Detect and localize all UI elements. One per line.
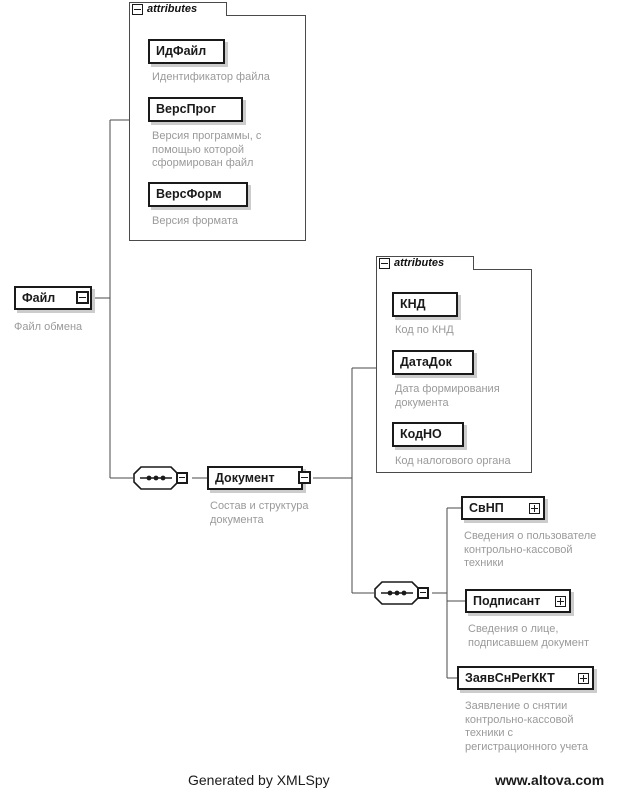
annotation-datadok: Дата формирования документа xyxy=(395,383,500,409)
expander-document[interactable] xyxy=(298,471,311,484)
annotation-podpisant: Сведения о лице, подписавшем документ xyxy=(468,623,590,649)
minus-icon[interactable] xyxy=(379,258,390,269)
attribute-name-kodno: КодНО xyxy=(400,427,442,441)
expander-zayavsnregkkt[interactable] xyxy=(578,672,589,684)
element-node-svnp[interactable]: СвНП xyxy=(461,496,545,520)
element-node-podpisant[interactable]: Подписант xyxy=(465,589,571,613)
annotation-zayavsnregkkt: Заявление о снятии контрольно-кассовой т… xyxy=(465,700,588,753)
annotation-kodno: Код налогового органа xyxy=(395,455,511,467)
attribute-node-versprog[interactable]: ВерсПрог xyxy=(148,97,243,122)
footer-generated-by: Generated by XMLSpy xyxy=(188,772,330,788)
attributes-tab-label: attributes xyxy=(147,3,198,15)
expander-sequence-document[interactable] xyxy=(417,587,429,599)
sequence-compositor-document[interactable] xyxy=(374,581,429,605)
attributes-group-tab[interactable]: attributes xyxy=(129,2,227,16)
attribute-name-knd: КНД xyxy=(400,297,426,311)
attribute-node-idfile[interactable]: ИдФайл xyxy=(148,39,225,64)
attributes-tab-label: attributes xyxy=(394,257,445,269)
attribute-node-knd[interactable]: КНД xyxy=(392,292,458,317)
expander-svnp[interactable] xyxy=(529,502,540,514)
expander-file[interactable] xyxy=(76,291,89,304)
expander-sequence-file[interactable] xyxy=(176,472,188,484)
attribute-node-datadok[interactable]: ДатаДок xyxy=(392,350,474,375)
attribute-name-versform: ВерсФорм xyxy=(156,187,222,201)
annotation-versprog: Версия программы, с помощью которой сфор… xyxy=(152,130,262,169)
element-name-podpisant: Подписант xyxy=(473,593,541,608)
annotation-versform: Версия формата xyxy=(152,215,238,227)
sequence-icon xyxy=(374,581,420,605)
annotation-document: Состав и структура документа xyxy=(210,500,309,526)
element-name-document: Документ xyxy=(215,470,275,485)
attribute-name-datadok: ДатаДок xyxy=(400,355,452,369)
attribute-name-versprog: ВерсПрог xyxy=(156,102,217,116)
annotation-file: Файл обмена xyxy=(14,321,83,333)
attribute-node-versform[interactable]: ВерсФорм xyxy=(148,182,248,207)
element-node-document[interactable]: Документ xyxy=(207,466,303,490)
element-name-svnp: СвНП xyxy=(469,500,504,515)
annotation-svnp: Сведения о пользователе контрольно-кассо… xyxy=(464,530,597,569)
attribute-node-kodno[interactable]: КодНО xyxy=(392,422,464,447)
expander-podpisant[interactable] xyxy=(555,595,566,607)
annotation-knd: Код по КНД xyxy=(395,324,454,336)
element-node-zayavsnregkkt[interactable]: ЗаявСнРегККТ xyxy=(457,666,594,690)
sequence-compositor-file[interactable] xyxy=(133,466,188,490)
footer-altova-link[interactable]: www.altova.com xyxy=(495,772,605,788)
element-name-file: Файл xyxy=(22,290,56,305)
attribute-name-idfile: ИдФайл xyxy=(156,44,207,58)
element-name-zayavsnregkkt: ЗаявСнРегККТ xyxy=(465,670,555,685)
minus-icon[interactable] xyxy=(132,4,143,15)
annotation-idfile: Идентификатор файла xyxy=(152,71,270,83)
sequence-icon xyxy=(133,466,179,490)
attributes-group-tab[interactable]: attributes xyxy=(376,256,474,270)
